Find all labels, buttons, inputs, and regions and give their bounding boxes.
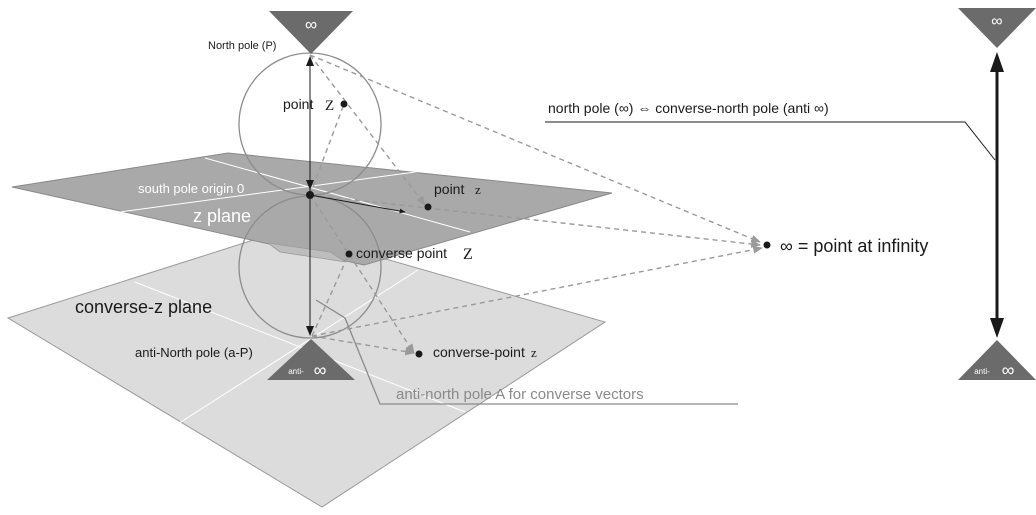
anti-infinity-triangle xyxy=(267,339,355,380)
z-plane-label: z plane xyxy=(193,206,251,226)
origin-point xyxy=(306,191,314,199)
anti-infinity-icon: ∞ xyxy=(314,360,327,380)
proj-line xyxy=(311,245,763,337)
converse-z-plane-label: converse-z plane xyxy=(75,297,212,317)
proj-line xyxy=(309,194,415,354)
infinity-triangle-top xyxy=(269,11,353,54)
pole-relation-label: north pole (∞) ⇔ converse-north pole (an… xyxy=(548,100,829,116)
converse-point-z-label: converse-point xyxy=(433,344,525,360)
point-z-label: point xyxy=(434,181,464,197)
converse-point-Z-label: converse point xyxy=(356,245,447,261)
anti-north-pole-label: anti-North pole (a-P) xyxy=(135,345,253,360)
infinity-icon: ∞ xyxy=(305,15,317,34)
right-anti-infinity-icon: ∞ xyxy=(1002,360,1015,380)
point-at-infinity-label: ∞ = point at infinity xyxy=(780,236,928,256)
north-pole-label: North pole (P) xyxy=(208,40,276,52)
z-plane xyxy=(11,152,613,266)
right-anti-prefix-label: anti- xyxy=(974,367,990,376)
proj-line xyxy=(311,255,349,337)
right-infinity-triangle xyxy=(958,8,1036,48)
pole-relation-leader xyxy=(545,121,996,161)
point-Z-dot xyxy=(340,100,348,108)
axis-arrowhead-mid xyxy=(306,180,314,190)
proj-line xyxy=(309,194,761,248)
proj-line xyxy=(309,54,761,243)
point-Z-letter: Z xyxy=(325,98,334,114)
proj-line xyxy=(309,103,345,196)
proj-line xyxy=(309,54,426,206)
axis-arrowhead-top xyxy=(306,56,314,66)
right-arrowhead-down xyxy=(990,318,1004,338)
anti-north-pole-A-label: anti-north pole A for converse vectors xyxy=(396,386,644,403)
right-arrowhead-up xyxy=(990,52,1004,72)
point-z-letter: z xyxy=(475,182,481,197)
south-pole-origin-label: south pole origin 0 xyxy=(138,181,244,196)
right-anti-infinity-triangle xyxy=(958,340,1036,380)
origin-to-point-z-arrow xyxy=(309,194,406,214)
converse-point-z-dot xyxy=(415,350,423,358)
converse-plane-gridline xyxy=(134,281,466,413)
converse-point-z-letter: z xyxy=(531,345,537,360)
anti-north-pole-A-leader xyxy=(315,299,738,405)
point-Z-label: point xyxy=(283,96,313,112)
anti-prefix-label: anti- xyxy=(288,367,304,376)
converse-point-Z-letter: Z xyxy=(463,246,473,263)
axis-arrowhead-bottom xyxy=(306,326,314,336)
z-plane-gridline xyxy=(204,157,471,233)
converse-plane-gridline xyxy=(144,269,419,446)
infinity-point-dot xyxy=(763,241,771,249)
converse-point-Z-dot xyxy=(345,250,353,258)
right-infinity-icon: ∞ xyxy=(991,13,1002,30)
z-plane-gridline xyxy=(119,169,431,213)
point-z-dot xyxy=(424,203,432,211)
